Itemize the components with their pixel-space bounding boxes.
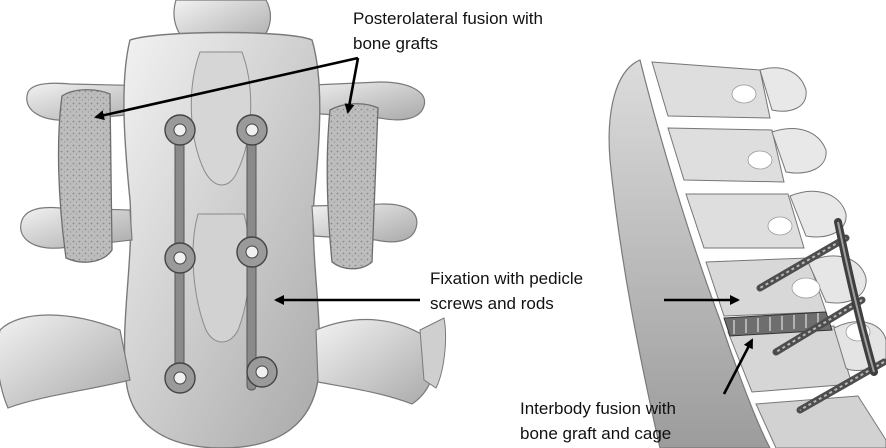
sacral-ala-left — [0, 315, 130, 408]
screw-head-lower-left — [165, 363, 195, 393]
label-posterolateral-fusion: Posterolateral fusion with bone grafts — [353, 6, 543, 56]
vertebral-bodies-anterior — [609, 60, 770, 448]
label-posterolateral-line-1: Posterolateral fusion with — [353, 6, 543, 31]
label-fixation: Fixation with pedicle screws and rods — [430, 266, 583, 316]
posterior-spine-view — [0, 0, 446, 448]
screw-head-mid-right — [237, 237, 267, 267]
foramen-2 — [748, 151, 772, 169]
foramen-3 — [768, 217, 792, 235]
sacral-ala-right — [316, 320, 435, 404]
screw-head-mid-left — [165, 243, 195, 273]
vertebral-body-5 — [728, 326, 852, 392]
foramen-4 — [792, 278, 820, 298]
bone-graft-right — [327, 104, 378, 269]
label-interbody-fusion: Interbody fusion with bone graft and cag… — [520, 396, 676, 446]
label-fixation-line-2: screws and rods — [430, 291, 583, 316]
sacral-ala-far-right — [420, 318, 446, 388]
screw-head-upper-left — [165, 115, 195, 145]
screw-head-upper-right — [237, 115, 267, 145]
label-posterolateral-line-2: bone grafts — [353, 31, 543, 56]
label-interbody-line-1: Interbody fusion with — [520, 396, 676, 421]
lateral-spine-view — [609, 60, 886, 448]
label-interbody-line-2: bone graft and cage — [520, 421, 676, 446]
screw-head-lower-right — [247, 357, 277, 387]
foramen-1 — [732, 85, 756, 103]
sacrum — [756, 396, 886, 448]
label-fixation-line-1: Fixation with pedicle — [430, 266, 583, 291]
